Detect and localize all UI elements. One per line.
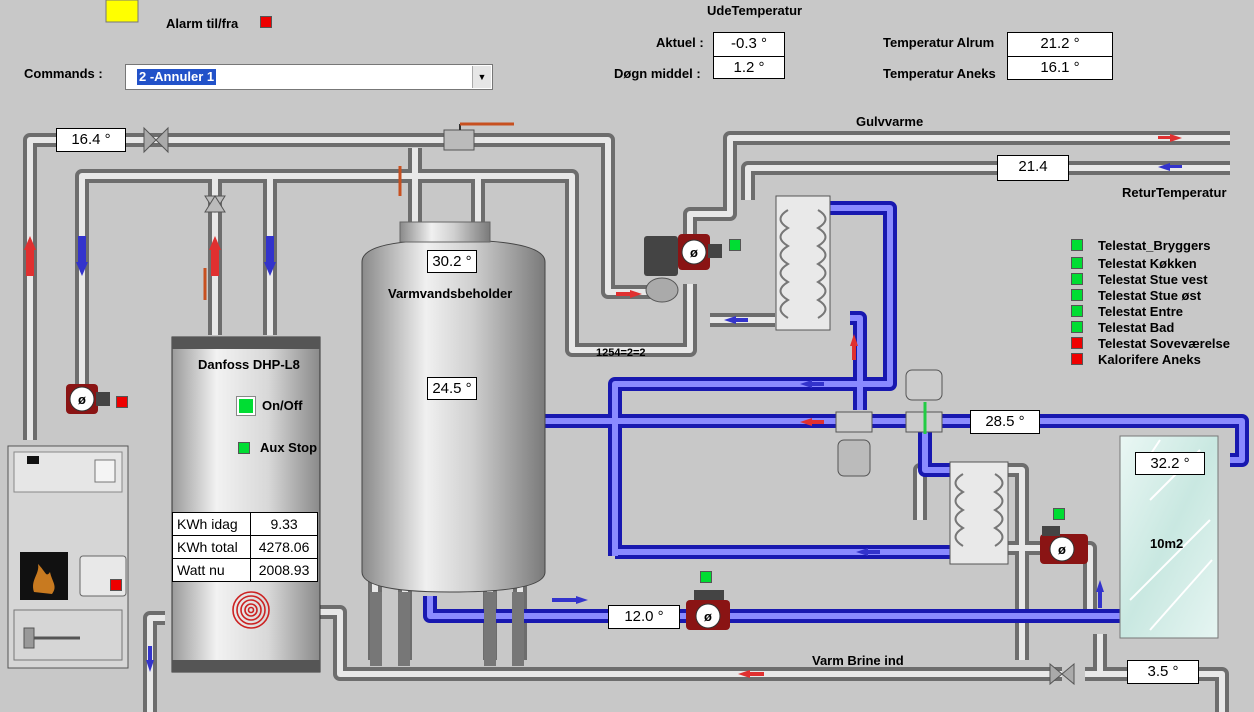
telestat-label: Telestat Stue øst bbox=[1098, 288, 1202, 303]
commands-select[interactable]: 2 -Annuler 1 ▼ bbox=[125, 64, 493, 90]
solar-pump-status[interactable] bbox=[1053, 508, 1065, 520]
alarm-label: Alarm til/fra bbox=[166, 16, 239, 31]
actuator-rods bbox=[203, 166, 402, 300]
retur-temp-label: ReturTemperatur bbox=[1122, 185, 1227, 200]
onoff-label: On/Off bbox=[262, 398, 303, 413]
telestat-label: Telestat Køkken bbox=[1098, 256, 1197, 271]
meter-value: 2008.93 bbox=[250, 558, 318, 582]
pipe-mid-temp: 28.5 ° bbox=[970, 410, 1040, 434]
alarm-toggle[interactable] bbox=[260, 16, 272, 28]
meter-label: Watt nu bbox=[171, 558, 252, 582]
tank-label: Varmvandsbeholder bbox=[388, 286, 513, 301]
valve-icon bbox=[443, 122, 514, 151]
telestat-label: Telestat Bad bbox=[1098, 320, 1175, 335]
gulvvarme-label: Gulvvarme bbox=[856, 114, 924, 129]
solar-area: 10m2 bbox=[1150, 536, 1184, 551]
boiler-unit bbox=[7, 445, 129, 669]
aneks-value: 16.1 ° bbox=[1007, 56, 1113, 80]
brine-label: Varm Brine ind bbox=[812, 653, 904, 668]
boiler-burner-status[interactable] bbox=[110, 579, 122, 591]
valve-icon bbox=[143, 126, 169, 154]
heat-exchanger-icon bbox=[775, 195, 831, 331]
telestat-status bbox=[1071, 289, 1083, 301]
meter-label: KWh total bbox=[171, 535, 252, 559]
pump-icon: ø bbox=[66, 384, 110, 414]
meter-value: 4278.06 bbox=[250, 535, 318, 559]
onoff-toggle[interactable] bbox=[237, 397, 255, 415]
pump-icon: ø bbox=[686, 590, 730, 630]
aux-stop-indicator[interactable] bbox=[238, 442, 250, 454]
telestat-label: Telestat Soveværelse bbox=[1098, 336, 1230, 351]
alrum-value: 21.2 ° bbox=[1007, 32, 1113, 57]
chevron-down-icon[interactable]: ▼ bbox=[472, 66, 491, 88]
heat-pump-name: Danfoss DHP-L8 bbox=[198, 357, 300, 372]
boiler-pump-status[interactable] bbox=[116, 396, 128, 408]
aux-stop-label: Aux Stop bbox=[260, 440, 318, 455]
svg-text:ø: ø bbox=[78, 392, 86, 407]
valve-icon bbox=[905, 369, 943, 434]
pipe-top-temp: 16.4 ° bbox=[56, 128, 126, 152]
telestat-label: Kalorifere Aneks bbox=[1098, 352, 1201, 367]
flow-arrow-icon bbox=[24, 134, 1182, 678]
brine-temp: 3.5 ° bbox=[1127, 660, 1199, 684]
meter-value: 9.33 bbox=[250, 512, 318, 536]
commands-selected-value: 2 -Annuler 1 bbox=[137, 69, 217, 85]
telestat-label: Telestat Entre bbox=[1098, 304, 1184, 319]
telestat-status bbox=[1071, 273, 1083, 285]
alrum-label: Temperatur Alrum bbox=[883, 35, 995, 50]
dogn-middel-value: 1.2 ° bbox=[713, 56, 785, 79]
tank-mid-temp: 24.5 ° bbox=[427, 377, 477, 400]
svg-text:ø: ø bbox=[1058, 542, 1066, 557]
status-yellow-marker bbox=[105, 0, 139, 23]
heat-exchanger-icon bbox=[949, 461, 1009, 565]
commands-label: Commands : bbox=[24, 66, 103, 81]
bottom-pump-status[interactable] bbox=[700, 571, 712, 583]
valve-icon bbox=[835, 411, 873, 477]
solar-temp: 32.2 ° bbox=[1135, 452, 1205, 475]
floor-pump-status[interactable] bbox=[729, 239, 741, 251]
telestat-status bbox=[1071, 353, 1083, 365]
tank-top-temp: 30.2 ° bbox=[427, 250, 477, 273]
ude-temperature-title: UdeTemperatur bbox=[707, 3, 803, 18]
dogn-middel-label: Døgn middel : bbox=[614, 66, 701, 81]
retur-temp-value: 21.4 bbox=[997, 155, 1069, 181]
valve-icon bbox=[204, 195, 226, 213]
spiral-coil-icon bbox=[232, 591, 270, 629]
svg-text:ø: ø bbox=[690, 245, 698, 260]
telestat-label: Telestat Stue vest bbox=[1098, 272, 1208, 287]
pump-icon: ø bbox=[1040, 526, 1088, 564]
telestat-status bbox=[1071, 321, 1083, 333]
telestat-status bbox=[1071, 257, 1083, 269]
aneks-label: Temperatur Aneks bbox=[883, 66, 996, 81]
hot-water-tank bbox=[361, 221, 546, 666]
telestat-status bbox=[1071, 337, 1083, 349]
aktuel-label: Aktuel : bbox=[656, 35, 704, 50]
meter-label: KWh idag bbox=[171, 512, 252, 536]
pump-icon: ø bbox=[678, 234, 722, 270]
svg-text:ø: ø bbox=[704, 609, 712, 624]
valve-icon bbox=[1049, 662, 1075, 686]
telestat-status bbox=[1071, 239, 1083, 251]
heat-pump-body bbox=[171, 336, 321, 673]
bottom-pipe-temp: 12.0 ° bbox=[608, 605, 680, 629]
aktuel-value: -0.3 ° bbox=[713, 32, 785, 57]
valve-code: 1254=2=2 bbox=[596, 347, 646, 359]
telestat-status bbox=[1071, 305, 1083, 317]
telestat-label: Telestat_Bryggers bbox=[1098, 238, 1211, 253]
valve-icon bbox=[644, 236, 679, 303]
